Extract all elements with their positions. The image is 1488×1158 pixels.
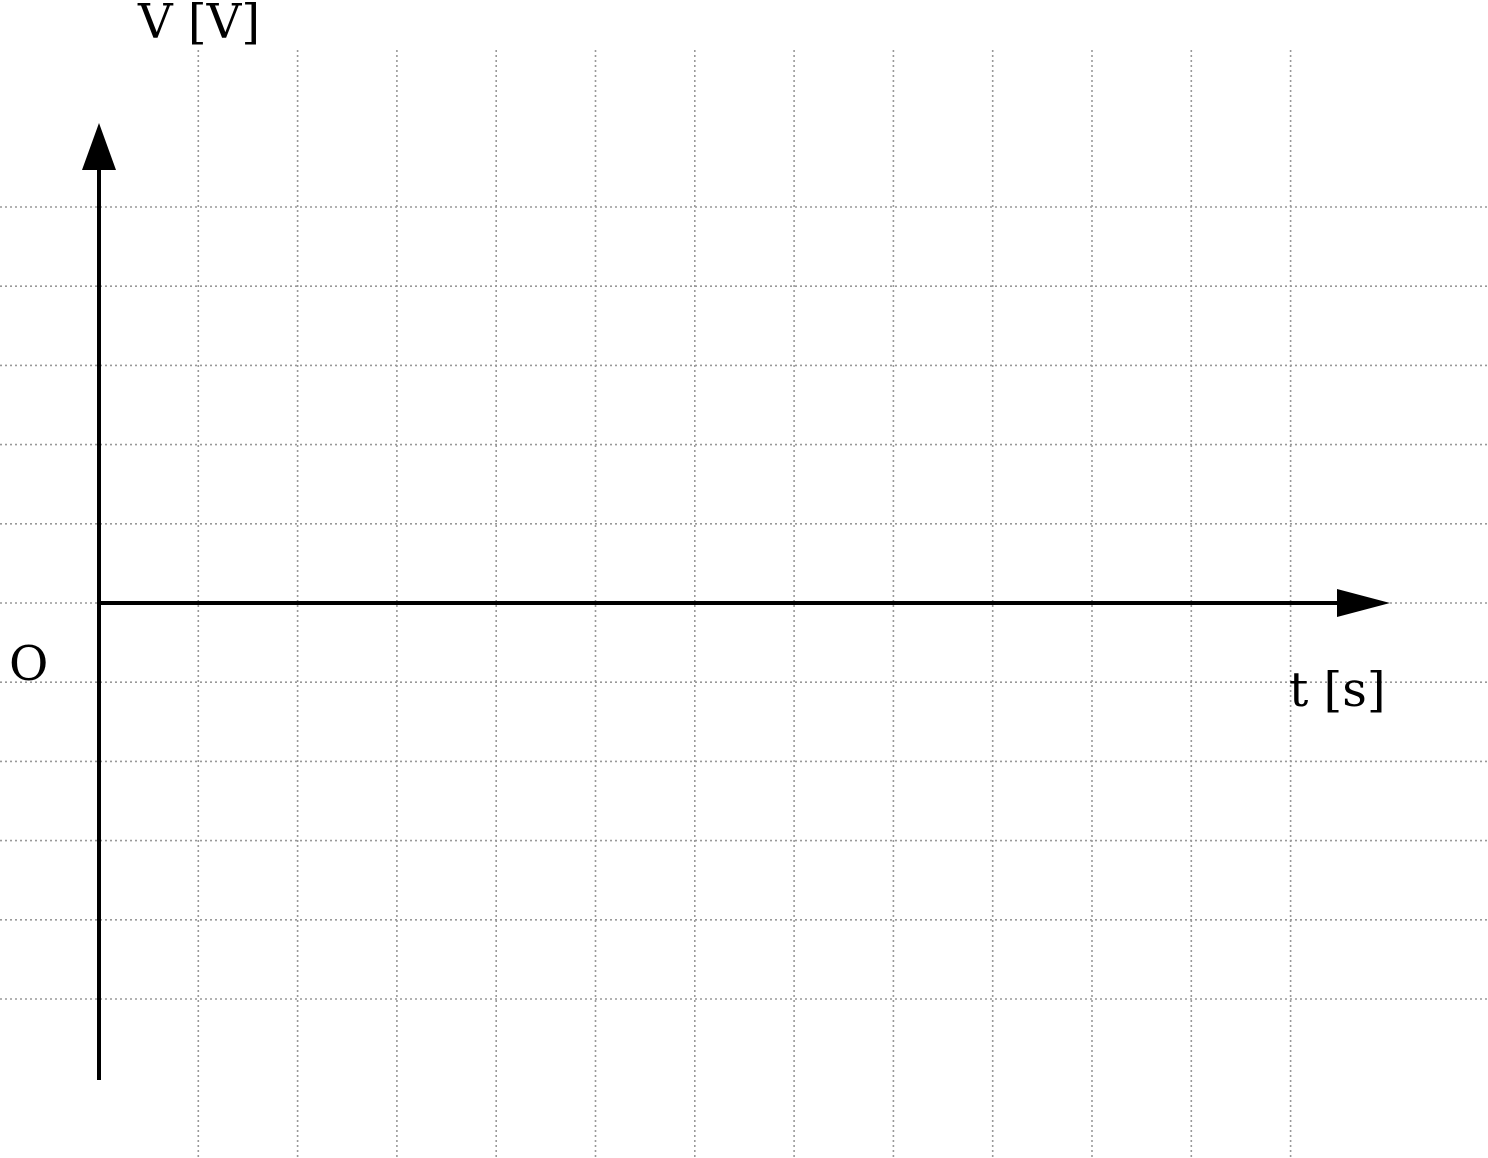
x-axis-arrowhead	[1337, 589, 1390, 617]
x-axis-label: t [s]	[1289, 662, 1386, 718]
y-axis-label: V [V]	[137, 0, 260, 50]
y-axis-arrowhead	[82, 123, 116, 170]
origin-label: O	[9, 636, 48, 692]
